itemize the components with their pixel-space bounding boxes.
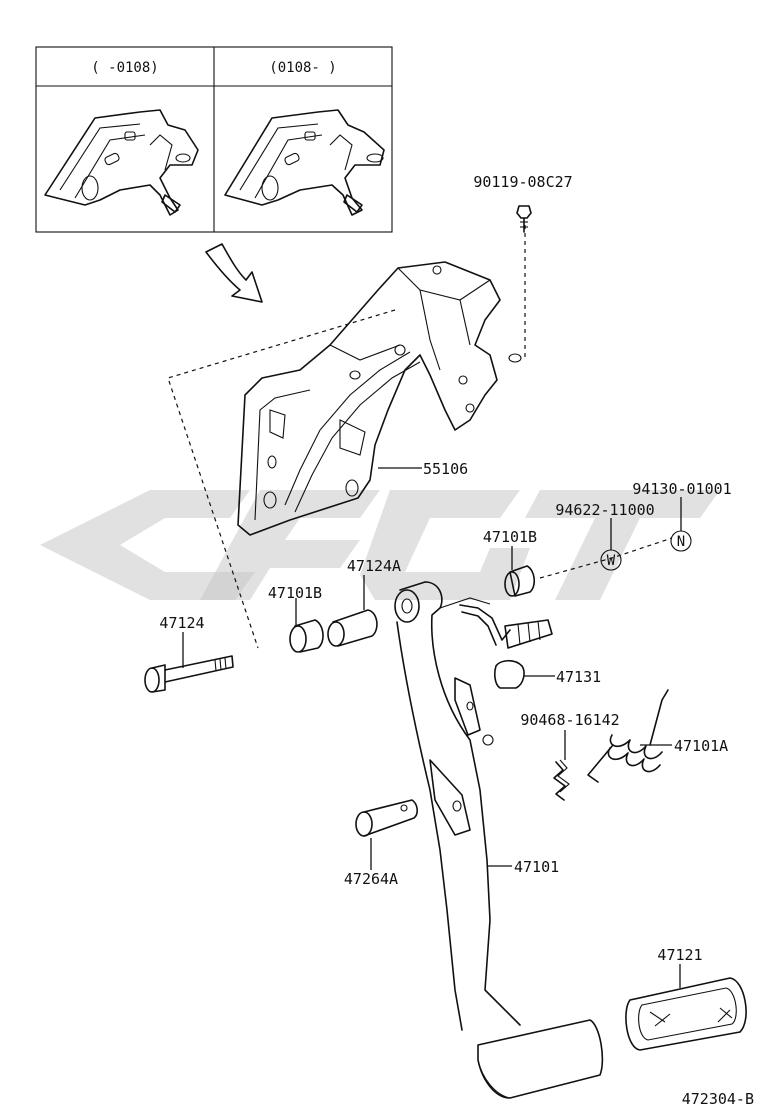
pedal-bracket [237,261,501,536]
inset-right-header: (0108- ) [269,60,336,76]
washer-symbol: W [600,518,622,571]
bush-left [289,598,324,653]
inset-left-sketch [44,109,199,216]
inset-left-header: ( -0108) [91,60,158,76]
label-47124a: 47124A [347,557,401,575]
direction-arrow [205,243,263,303]
label-90119-08c27: 90119-08C27 [473,173,572,191]
label-47101b-right: 47101B [483,528,537,546]
label-47101b-left: 47101B [268,584,322,602]
inset-box: ( -0108) (0108- ) [35,46,393,233]
label-47101a: 47101A [674,737,728,755]
label-94130-01001: 94130-01001 [632,480,731,498]
label-90468-16142: 90468-16142 [520,711,619,729]
clip [553,730,570,801]
stopper [494,659,555,689]
clevis-pin [355,799,418,870]
label-94622-11000: 94622-11000 [555,501,654,519]
label-47101: 47101 [514,858,559,876]
pedal-pad [625,964,747,1051]
pedal-pin-bolt [144,632,234,693]
label-47264a: 47264A [344,870,398,888]
label-47131: 47131 [556,668,601,686]
collar [327,575,378,647]
label-47121: 47121 [657,946,702,964]
figure-id: 472304-B [682,1090,754,1108]
label-47124: 47124 [159,614,204,632]
inset-right-sketch [224,109,385,216]
label-55106: 55106 [423,460,468,478]
return-spring [587,689,672,783]
nut-mark: N [677,534,685,550]
bush-right [504,546,536,597]
pedal-foot-plate [477,1019,604,1099]
nut-symbol: N [670,497,692,552]
washer-mark: W [607,553,616,569]
assembly-line-nut [539,537,673,579]
watermark-logo [40,490,720,600]
top-bolt [508,205,532,363]
assembly-line-bolt [167,309,396,649]
brake-pedal-arm [394,581,553,1031]
